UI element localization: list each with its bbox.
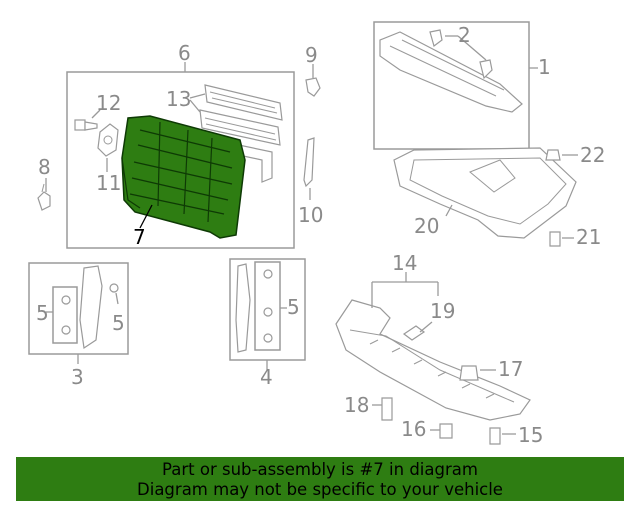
callout-16: 16 [401, 417, 426, 441]
callout-21: 21 [576, 225, 601, 249]
part-18-bolt [381, 397, 393, 421]
callout-15: 15 [518, 423, 543, 447]
inner-box-5-left [52, 286, 78, 344]
part-11-clip [97, 123, 119, 157]
callout-5-mid: 5 [112, 311, 125, 335]
callout-7: 7 [133, 225, 146, 249]
part-16-bolt [439, 423, 453, 439]
part-8-bolt [37, 183, 51, 211]
callout-19: 19 [430, 299, 455, 323]
part-14-belly-pan [335, 299, 531, 421]
callout-2: 2 [458, 23, 471, 47]
banner-line-2: Diagram may not be specific to your vehi… [137, 480, 503, 499]
callout-5-right: 5 [287, 295, 300, 319]
part-7-grille-shutter[interactable] [121, 115, 246, 239]
part-2-push-pin [429, 29, 493, 80]
notice-banner: Part or sub-assembly is #7 in diagram Di… [16, 457, 624, 501]
callout-20: 20 [414, 214, 439, 238]
part-22-nut [545, 149, 561, 161]
banner-line-1: Part or sub-assembly is #7 in diagram [162, 460, 478, 479]
callout-9: 9 [305, 43, 318, 67]
callout-17: 17 [498, 357, 523, 381]
part-17-nut [459, 365, 479, 381]
callout-13: 13 [166, 87, 191, 111]
part-4-deflector [235, 263, 273, 353]
callout-4: 4 [260, 365, 273, 389]
part-21-bolt [549, 231, 561, 247]
callout-5-left: 5 [36, 301, 49, 325]
callout-11: 11 [96, 171, 121, 195]
callout-1: 1 [538, 55, 551, 79]
part-1-upper-shield [379, 31, 523, 113]
callout-6: 6 [178, 41, 191, 65]
callout-3: 3 [71, 365, 84, 389]
part-9-clip [305, 77, 321, 97]
callout-12: 12 [96, 91, 121, 115]
callout-8: 8 [38, 155, 51, 179]
part-10-seal [303, 137, 315, 188]
group-box-6 [66, 71, 295, 249]
part-19-clip [402, 325, 426, 341]
callout-10: 10 [298, 203, 323, 227]
part-3-deflector [61, 265, 119, 350]
part-20-splash-shield [393, 147, 577, 239]
part-12-bolt [74, 119, 98, 131]
callout-22: 22 [580, 143, 605, 167]
inner-box-5-right [254, 261, 281, 351]
callout-14: 14 [392, 251, 417, 275]
part-15-bolt [489, 427, 501, 445]
callout-18: 18 [344, 393, 369, 417]
